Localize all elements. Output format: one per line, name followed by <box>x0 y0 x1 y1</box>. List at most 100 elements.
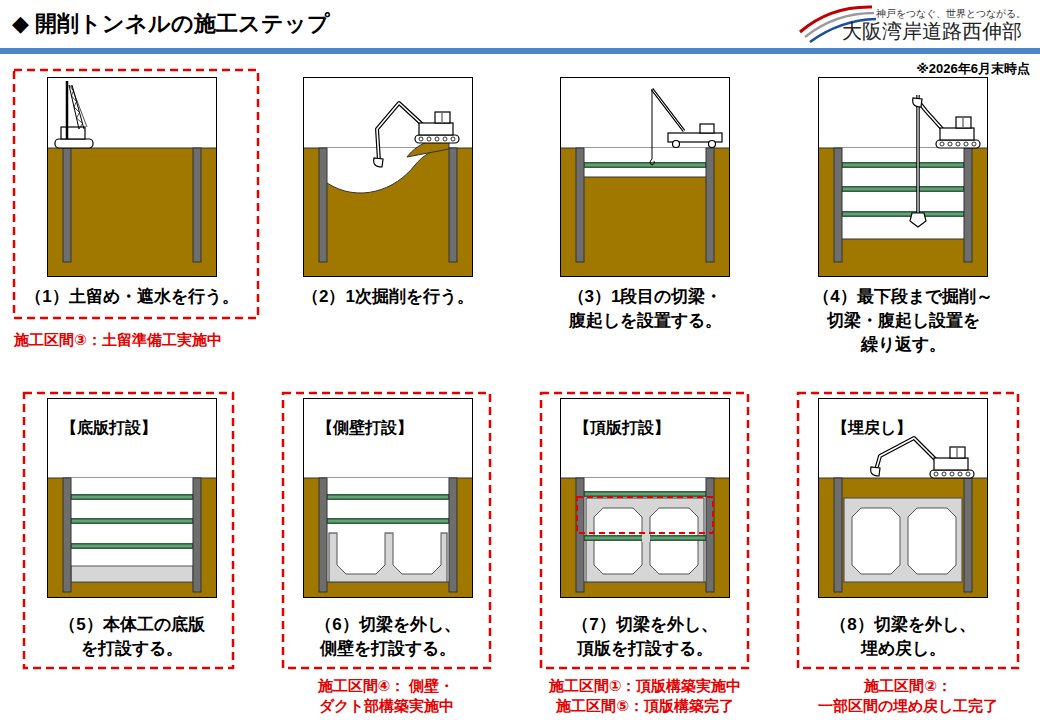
hoist-rope <box>71 85 87 127</box>
step-caption: （4）最下段まで掘削～ 切梁・腹起し設置を 繰り返す。 <box>796 285 1011 357</box>
leader-mast <box>66 81 69 139</box>
tunnel-wall <box>642 534 650 542</box>
excavator-cab <box>950 447 965 458</box>
crawler <box>55 139 93 148</box>
step-panel: 【埋戻し】（8）切梁を外し、 埋め戻し。 <box>778 398 1028 663</box>
panel-frame <box>48 78 217 277</box>
strut-stripe <box>843 189 963 190</box>
highlight-frame <box>577 497 713 533</box>
crane-wheel <box>673 141 680 148</box>
tunnel-cell <box>908 508 956 574</box>
track-wheel <box>958 472 962 476</box>
track-wheel <box>427 137 431 141</box>
panel-frame <box>819 78 988 277</box>
logo-text: 神戸をつなぐ、世界とつながる。 <box>876 8 1032 20</box>
strut <box>71 519 193 524</box>
step-illustration <box>304 78 473 277</box>
excavator-cab <box>435 112 450 123</box>
sheet-pile <box>576 148 584 262</box>
excavation <box>327 148 449 193</box>
strut <box>327 495 449 500</box>
excavator-arm <box>918 101 944 131</box>
sheet-pile <box>834 478 842 592</box>
track-wheel <box>948 142 952 146</box>
strut <box>842 212 964 217</box>
step-illustration <box>561 399 730 598</box>
tunnel-cell <box>393 533 441 574</box>
excavator-bucket <box>871 467 880 476</box>
highlight-frame <box>14 70 258 318</box>
status-note: 施工区間②： 一部区間の埋め戻し工完了 <box>798 676 1018 716</box>
excavator-bucket <box>913 98 922 107</box>
clamshell-rod <box>916 95 920 213</box>
excavation <box>842 148 964 239</box>
strut-stripe <box>585 494 705 495</box>
strut-stripe <box>72 546 192 547</box>
open-top <box>394 532 441 534</box>
strut-stripe <box>72 497 192 498</box>
step-panel: （2）1次掘削を行う。 <box>263 77 513 311</box>
machine-body <box>61 127 85 139</box>
excavation-bottom <box>842 239 964 240</box>
track-wheel <box>956 142 960 146</box>
header-band <box>0 48 1040 54</box>
date-note: ※2026年6月末時点 <box>830 61 1030 77</box>
step-caption: （6）切梁を外し、 側壁を打設する。 <box>298 613 478 661</box>
crane-boom <box>652 89 684 131</box>
stage-heading: 【側壁打設】 <box>317 418 413 438</box>
track-wheel <box>950 472 954 476</box>
step-panel: 【側壁打設】 （6）切梁を外し、 側壁を打設する。 <box>263 398 513 663</box>
panel-frame <box>561 78 730 277</box>
strut-stripe <box>585 165 705 166</box>
strut-stripe <box>72 521 192 522</box>
track-wheel <box>451 137 455 141</box>
cab-window <box>957 448 958 457</box>
hook <box>650 159 655 165</box>
sheet-pile <box>834 148 842 262</box>
sheet-pile <box>706 478 714 592</box>
sheet-pile <box>63 478 71 592</box>
excavation <box>327 478 449 582</box>
step-illustration <box>304 399 473 598</box>
sheet-pile <box>63 148 71 262</box>
track-wheel <box>940 142 944 146</box>
step-panel: （3）1段目の切梁・ 腹起しを設置する。 <box>520 77 770 335</box>
strut <box>584 163 706 168</box>
stage-heading: 【底版打設】 <box>61 418 157 438</box>
step-panel: （1）土留め・遮水を行う。 <box>7 77 257 311</box>
sheet-pile <box>193 148 201 262</box>
ground <box>48 148 217 277</box>
ground <box>819 478 988 598</box>
sheet-pile <box>449 478 457 592</box>
panel-frame <box>48 399 217 598</box>
step-illustration <box>819 78 988 277</box>
panel-frame <box>304 78 473 277</box>
sheet-pile <box>449 148 457 262</box>
step-illustration <box>48 78 217 277</box>
panel-frame <box>304 399 473 598</box>
stage-heading: 【頂版打設】 <box>574 418 670 438</box>
ground-line <box>327 148 449 193</box>
open-top <box>338 532 385 534</box>
track-wheel <box>972 142 976 146</box>
strut-stripe <box>328 497 448 498</box>
sheet-pile <box>964 478 972 592</box>
ground <box>819 148 988 277</box>
ground <box>561 148 730 277</box>
step-caption: （5）本体工の底版 を打設する。 <box>42 613 222 661</box>
tunnel-cell <box>337 533 385 574</box>
strut <box>842 187 964 192</box>
step-panel: 【底版打設】 （5）本体工の底版 を打設する。 <box>7 398 257 663</box>
stage-heading: 【埋戻し】 <box>832 418 912 438</box>
excavation <box>71 478 193 582</box>
panel-frame <box>304 78 473 277</box>
sheet-pile <box>319 148 327 262</box>
excavator-body <box>419 123 453 135</box>
highlight-frame <box>541 393 748 668</box>
panel-frame <box>819 399 988 598</box>
excavator-bucket <box>374 158 383 167</box>
highlight-frame <box>798 393 1018 668</box>
excavator-arm <box>377 103 425 161</box>
status-note: 施工区間③：土留準備工実施中 <box>14 330 276 350</box>
